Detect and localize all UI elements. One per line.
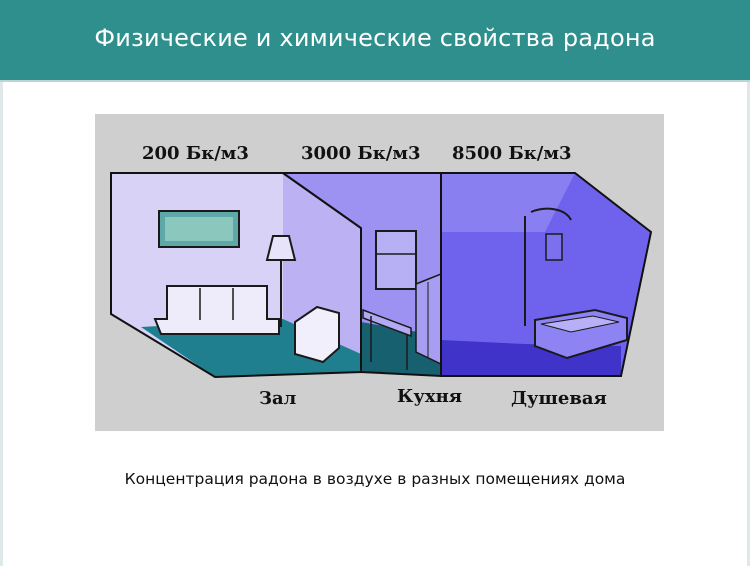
concentration-label-kitchen: 3000 Бк/м3	[301, 143, 420, 164]
figure-caption: Концентрация радона в воздухе в разных п…	[124, 470, 626, 488]
left-edge-divider	[0, 82, 3, 566]
title-bar: Физические и химические свойства радона	[0, 0, 750, 82]
concentration-label-zal: 200 Бк/м3	[142, 143, 249, 164]
room-zal	[110, 172, 362, 379]
fridge-icon	[375, 230, 417, 290]
room-label-kitchen: Кухня	[397, 386, 462, 407]
concentration-label-shower: 8500 Бк/м3	[452, 143, 571, 164]
slide-title: Физические и химические свойства радона	[94, 24, 656, 52]
room-label-shower: Душевая	[511, 388, 607, 409]
room-label-zal: Зал	[259, 388, 297, 409]
radon-house-illustration: 200 Бк/м3 3000 Бк/м3 8500 Бк/м3 Зал Кухн…	[95, 114, 664, 431]
armchair-icon	[294, 305, 340, 364]
kitchen-table-icon	[362, 308, 412, 338]
sofa-icon	[153, 285, 280, 335]
house-cross-section: 200 Бк/м3 3000 Бк/м3 8500 Бк/м3 Зал Кухн…	[95, 114, 664, 431]
right-edge-divider	[747, 82, 750, 566]
room-shower	[440, 172, 653, 377]
